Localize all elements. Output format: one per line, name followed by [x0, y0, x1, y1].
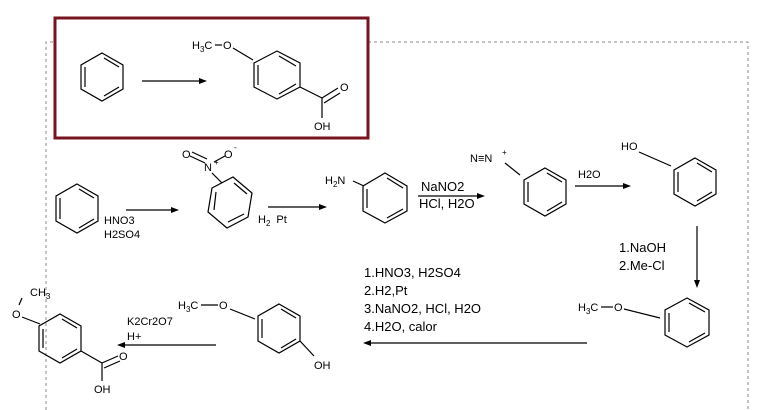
charge-minus: -: [234, 143, 237, 152]
summary-highlight-box: [53, 16, 370, 140]
atom-label-h3c-methoxyphenol: H3C: [178, 300, 198, 314]
reagent-nitration: HNO3 H2SO4: [104, 215, 140, 241]
anisole: H3C O: [578, 297, 710, 348]
atom-label-h3c: H3C: [192, 40, 212, 54]
atom-label-nitro-n: N: [204, 162, 212, 174]
reagent-hydrolysis: H2O: [578, 169, 601, 181]
aniline: H2N: [325, 172, 408, 224]
reagent-methylation: 1.NaOH 2.Me-Cl: [619, 240, 670, 273]
summary-arrow: [142, 78, 207, 84]
reagent-diazotization: NaNO2 HCl, H2O: [419, 179, 475, 211]
arrow-methylation: [694, 226, 700, 288]
atom-label-ho: HO: [621, 141, 638, 153]
atom-label-final-carbonyl-o: O: [119, 351, 128, 363]
atom-label-final-o: O: [12, 309, 21, 321]
arrow-diazotization: [418, 193, 485, 199]
nitrobenzene: O O - N +: [182, 143, 253, 229]
benzenediazonium: N≡N +: [470, 148, 567, 217]
atom-label-final-oh: OH: [94, 384, 111, 396]
reagent-oxidation: K2Cr2O7 H+: [127, 316, 176, 343]
summary-benzene: [80, 52, 124, 102]
benzene-start: [55, 183, 99, 234]
atom-label-diazonium: N≡N: [470, 153, 492, 165]
phenol: HO: [621, 141, 717, 207]
atom-label-carbonyl-o: O: [340, 82, 349, 94]
summary-product-4-methoxybenzoic-acid: H3C O O OH: [192, 40, 349, 133]
atom-label-ch3: CH3: [30, 287, 51, 301]
arrow-oxidation: [117, 342, 216, 348]
arrow-sequence: [363, 340, 587, 346]
reagent-sequence: 1.HNO3, H2SO4 2.H2,Pt 3.NaNO2, HCl, H2O …: [364, 265, 485, 334]
atom-label-nitro-o1: O: [182, 149, 191, 161]
atom-label-anisole-o: O: [614, 302, 623, 314]
atom-label-h2n: H2N: [325, 175, 345, 189]
atom-label-oh-methoxyphenol: OH: [314, 360, 331, 372]
charge-plus: +: [214, 158, 219, 167]
final-4-methoxybenzoic-acid: CH3 O O OH: [12, 287, 128, 396]
4-methoxyphenol: H3C O OH: [178, 300, 331, 372]
dashed-frame: [45, 41, 749, 410]
atom-label-o: O: [223, 40, 232, 52]
arrow-hydrogenation: [268, 204, 327, 210]
arrow-hydrolysis: [575, 183, 631, 189]
charge-diazonium-plus: +: [502, 148, 507, 157]
atom-label-oh: OH: [314, 121, 331, 133]
atom-label-nitro-o2: O: [224, 149, 233, 161]
arrow-nitration: [126, 207, 179, 213]
atom-label-anisole-h3c: H3C: [578, 302, 598, 316]
atom-label-o-methoxyphenol: O: [219, 300, 228, 312]
